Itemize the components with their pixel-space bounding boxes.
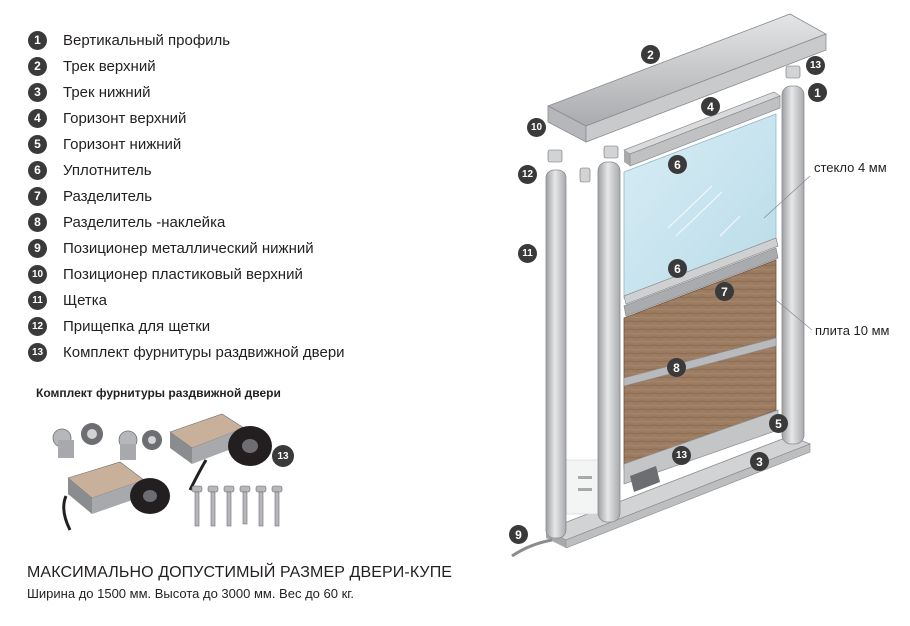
- legend-label: Комплект фурнитуры раздвижной двери: [63, 343, 345, 361]
- legend-number: 10: [28, 264, 47, 284]
- legend-number: 9: [28, 238, 47, 258]
- max-size-title: МАКСИМАЛЬНО ДОПУСТИМЫЙ РАЗМЕР ДВЕРИ-КУПЕ: [27, 564, 453, 581]
- callout-brush-clip: 12: [518, 165, 537, 184]
- legend-label: Трек верхний: [63, 57, 156, 75]
- callout-separator: 7: [715, 282, 734, 301]
- legend-item: 5 Горизонт нижний: [28, 134, 428, 154]
- board-annotation: плита 10 мм: [815, 323, 890, 338]
- separator: [623, 237, 779, 317]
- legend-item: 2 Трек верхний: [28, 56, 428, 76]
- legend-item: 4 Горизонт верхний: [28, 108, 428, 128]
- kit-title: Комплект фурнитуры раздвижной двери: [36, 386, 281, 400]
- legend-label: Прищепка для щетки: [63, 317, 211, 335]
- glass-annotation: стекло 4 мм: [814, 160, 887, 175]
- legend-item: 1 Вертикальный профиль: [28, 30, 428, 50]
- legend-number: 1: [28, 30, 47, 50]
- legend-label: Горизонт верхний: [63, 109, 187, 127]
- legend-number: 4: [28, 108, 47, 128]
- callout-top-track: 2: [641, 45, 660, 64]
- legend-number: 5: [28, 134, 47, 154]
- legend-item: 13 Комплект фурнитуры раздвижной двери: [28, 342, 428, 362]
- max-size-details: Ширина до 1500 мм. Высота до 3000 мм. Ве…: [27, 586, 355, 601]
- callout-vertical-profile: 1: [808, 83, 827, 102]
- legend-number: 2: [28, 56, 47, 76]
- legend-label: Позиционер металлический нижний: [63, 239, 314, 257]
- callout-upper-horizontal: 4: [701, 97, 720, 116]
- legend-label: Уплотнитель: [63, 161, 152, 179]
- callout-seal-upper: 6: [668, 155, 687, 174]
- callout-brush: 11: [518, 244, 537, 263]
- callout-hardware-bottom: 13: [672, 446, 691, 465]
- legend-item: 11 Щетка: [28, 290, 428, 310]
- left-vertical-profile: [597, 161, 621, 523]
- legend-label: Разделитель -наклейка: [63, 213, 226, 231]
- callout-bottom-track: 3: [750, 452, 769, 471]
- callout-lower-horizontal: 5: [769, 414, 788, 433]
- legend-number: 8: [28, 212, 47, 232]
- kit-number-badge: 13: [272, 445, 294, 467]
- legend-item: 8 Разделитель -наклейка: [28, 212, 428, 232]
- callout-metal-positioner: 9: [509, 525, 528, 544]
- top-track: [547, 13, 827, 143]
- legend-label: Горизонт нижний: [63, 135, 182, 153]
- legend-label: Щетка: [63, 291, 108, 309]
- legend-number: 3: [28, 82, 47, 102]
- legend-label: Трек нижний: [63, 83, 151, 101]
- brush: [545, 169, 567, 539]
- callout-separator-sticker: 8: [667, 358, 686, 377]
- legend-item: 9 Позиционер металлический нижний: [28, 238, 428, 258]
- legend-label: Позиционер пластиковый верхний: [63, 265, 303, 283]
- upper-horizontal: [623, 91, 781, 167]
- legend-item: 6 Уплотнитель: [28, 160, 428, 180]
- callout-seal-lower: 6: [668, 259, 687, 278]
- legend-label: Вертикальный профиль: [63, 31, 231, 49]
- legend-number: 13: [28, 342, 47, 362]
- legend-item: 3 Трек нижний: [28, 82, 428, 102]
- callout-plastic-positioner: 10: [527, 118, 546, 137]
- callout-hardware-top: 13: [806, 56, 825, 75]
- legend-number: 6: [28, 160, 47, 180]
- legend-number: 7: [28, 186, 47, 206]
- legend-item: 10 Позиционер пластиковый верхний: [28, 264, 428, 284]
- hardware-kit-illustration: [52, 413, 283, 531]
- right-vertical-profile: [781, 85, 805, 445]
- legend-item: 7 Разделитель: [28, 186, 428, 206]
- legend-label: Разделитель: [63, 187, 153, 205]
- legend-number: 11: [28, 290, 47, 310]
- legend-number: 12: [28, 316, 47, 336]
- legend-item: 12 Прищепка для щетки: [28, 316, 428, 336]
